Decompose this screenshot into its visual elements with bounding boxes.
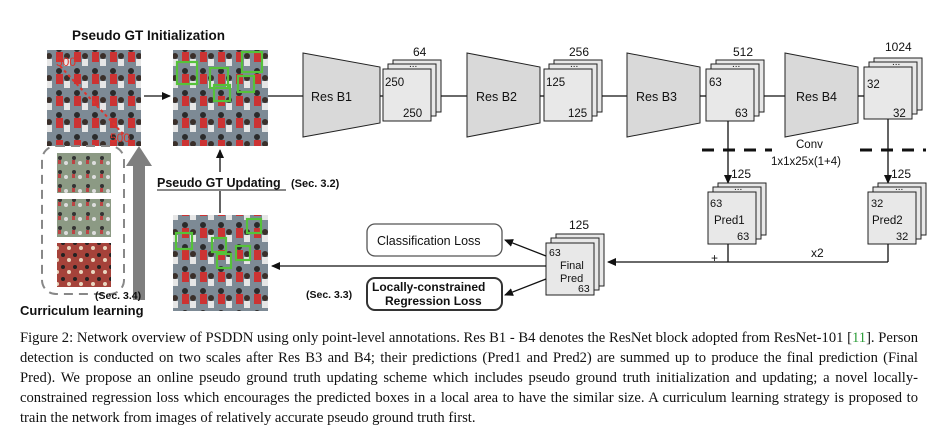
regression-loss-line2: Regression Loss	[385, 294, 482, 308]
pred2-channels: 125	[891, 167, 911, 181]
fm1-channels: 64	[413, 45, 427, 59]
pseudo-gt-init-image	[173, 50, 268, 146]
fm2-channels: 256	[569, 45, 589, 59]
plus-sign: +	[711, 251, 718, 265]
regression-loss-box: Locally-constrained Regression Loss	[366, 277, 503, 311]
fm1-width: 250	[403, 108, 422, 120]
feature-map-fm1: 64 ... 250 250	[382, 45, 442, 122]
fm4-height: 32	[867, 79, 880, 91]
caption-citation-link[interactable]: 11	[852, 330, 867, 346]
feature-map-final-pred: 125 63 Final Pred 63	[545, 218, 605, 296]
curriculum-group	[41, 145, 125, 295]
curriculum-arrow	[126, 146, 152, 300]
res-block-b2-label: Res B2	[476, 90, 517, 104]
pred2-height: 32	[871, 198, 883, 210]
pseudo-gt-updating-ref: (Sec. 3.2)	[291, 178, 340, 190]
pseudo-gt-updated-image	[173, 215, 268, 311]
final-height: 63	[549, 247, 561, 259]
res-block-b1: Res B1	[302, 52, 381, 138]
res-block-b3: Res B3	[626, 52, 701, 138]
pseudo-gt-updating-title: Pseudo GT Updating	[157, 176, 281, 190]
final-name-1: Final	[560, 260, 584, 272]
final-name-2: Pred	[560, 273, 583, 285]
curriculum-learning-title: Curriculum learning	[20, 303, 144, 318]
caption-part-1: Figure 2: Network overview of PSDDN usin…	[20, 330, 852, 346]
fm2-ellipsis: ...	[570, 59, 578, 70]
res-block-b2: Res B2	[466, 52, 541, 138]
feature-map-fm2: 256 ... 125 125	[543, 45, 603, 122]
input-image: 500 500	[47, 50, 141, 146]
feature-map-pred1: 125 ... 63 Pred1 63	[707, 167, 767, 245]
feature-map-fm4: 1024 ... 32 32	[863, 40, 923, 120]
feature-map-fm3: 512 ... 63 63	[705, 45, 765, 122]
regression-ref: (Sec. 3.3)	[306, 289, 352, 301]
pred2-ellipsis: ...	[895, 182, 903, 193]
classification-loss-box: Classification Loss	[366, 223, 503, 257]
fm4-ellipsis: ...	[892, 57, 900, 68]
fm1-height: 250	[385, 77, 404, 89]
conv-label-line1: Conv	[796, 139, 823, 151]
figure-caption: Figure 2: Network overview of PSDDN usin…	[20, 328, 918, 428]
final-width: 63	[578, 283, 590, 295]
res-block-b1-label: Res B1	[311, 90, 352, 104]
caption-part-2: ]. Person detection is conducted on two …	[20, 330, 918, 426]
pred1-width: 63	[737, 231, 749, 243]
regression-loss-line1: Locally-constrained	[372, 280, 485, 294]
fm3-height: 63	[709, 77, 722, 89]
fm2-width: 125	[568, 108, 587, 120]
fm3-width: 63	[735, 108, 748, 120]
conv-label-line2: 1x1x25x(1+4)	[771, 156, 841, 168]
pred1-ellipsis: ...	[734, 182, 742, 193]
pred2-width: 32	[896, 231, 908, 243]
fm4-channels: 1024	[885, 40, 912, 54]
pred1-name: Pred1	[714, 215, 745, 227]
x2-label: x2	[811, 246, 824, 260]
fm3-channels: 512	[733, 45, 753, 59]
res-block-b4-label: Res B4	[796, 90, 837, 104]
fm1-ellipsis: ...	[409, 59, 417, 70]
res-block-b3-label: Res B3	[636, 90, 677, 104]
feature-map-pred2: 125 ... 32 Pred2 32	[867, 167, 927, 245]
final-channels: 125	[569, 218, 589, 232]
image-size-bottom-label: 500	[110, 131, 130, 145]
curriculum-ref: (Sec. 3.4)	[95, 290, 141, 302]
image-size-top-label: 500	[56, 55, 76, 69]
arrow-final-to-regression	[504, 278, 547, 296]
res-block-b4: Res B4	[784, 52, 859, 138]
fm3-ellipsis: ...	[732, 59, 740, 70]
arrow-final-to-classification	[504, 239, 547, 257]
classification-loss-label: Classification Loss	[377, 234, 481, 248]
pred2-name: Pred2	[872, 215, 903, 227]
pred1-channels: 125	[731, 167, 751, 181]
fm4-width: 32	[893, 108, 906, 120]
pseudo-gt-initialization-title: Pseudo GT Initialization	[72, 28, 225, 43]
fm2-height: 125	[546, 77, 565, 89]
pred1-height: 63	[710, 198, 722, 210]
